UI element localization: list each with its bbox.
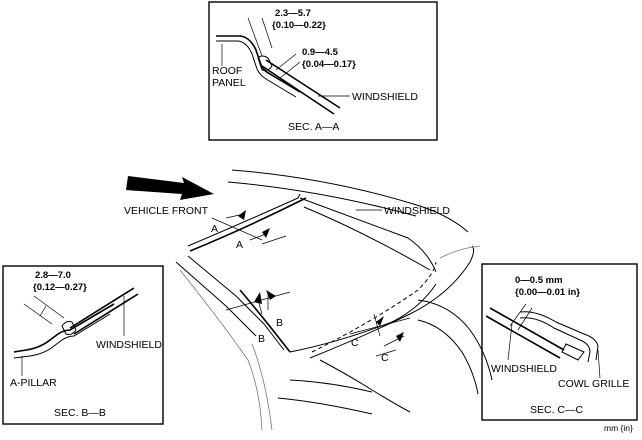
main-windshield-label: WINDSHIELD: [384, 205, 450, 217]
section-aa-title: SEC. A—A: [288, 121, 339, 133]
section-aa-dim-upper-mm: 2.3—5.7: [275, 8, 311, 19]
section-c-letter-right: C: [381, 352, 389, 364]
section-bb-dim-mm: 2.8—7.0: [35, 270, 71, 281]
section-bb-title: SEC. B—B: [54, 407, 106, 419]
section-bb-dim-in: {0.12—0.27}: [33, 282, 87, 293]
vehicle-main-view: VEHICLE FRONT WINDSHIELD: [124, 169, 493, 431]
section-cc-dim-mm: 0—0.5 mm: [515, 275, 563, 286]
section-a-letter-upper: A: [211, 223, 218, 235]
windshield-bottom-edge: [289, 283, 437, 353]
section-c-letter-left: C: [351, 337, 359, 349]
cowl-grille-label: COWL GRILLE: [558, 378, 629, 390]
vehicle-front-arrow-icon: [126, 176, 214, 200]
roof-outline: [231, 169, 469, 233]
section-cc-windshield-label: WINDSHIELD: [491, 363, 557, 375]
units-note: mm {in}: [604, 423, 633, 433]
section-bb-molding: [61, 321, 77, 335]
roof-panel-label-line1: ROOF: [212, 65, 242, 77]
section-aa-molding: [257, 55, 273, 71]
section-cc-detail: 0—0.5 mm {0.00—0.01 in} WINDSHIELD COWL …: [481, 263, 638, 421]
section-b-letter-left: B: [258, 333, 265, 345]
section-bb-frame: [2, 265, 164, 425]
section-aa-dim-lower-mm: 0.9—4.5: [302, 47, 339, 58]
vehicle-front-label: VEHICLE FRONT: [124, 205, 209, 217]
section-b-letter-right: B: [276, 317, 283, 329]
section-cc-glass: [489, 307, 565, 351]
section-bb-windshield-label: WINDSHIELD: [96, 339, 162, 351]
roof-panel-shape: [216, 35, 301, 93]
section-a-marker: A A: [211, 210, 287, 251]
section-cc-frame: [481, 263, 638, 421]
section-aa-frame: [208, 1, 438, 141]
section-aa-dim-lower-in: {0.04—0.17}: [302, 59, 356, 70]
section-aa-windshield-label: WINDSHIELD: [352, 91, 418, 103]
section-c-marker: C C: [349, 313, 411, 364]
section-b-marker: B B: [225, 290, 291, 345]
section-a-letter-lower: A: [236, 239, 243, 251]
section-bb-glass: [69, 287, 135, 329]
section-cc-dim-in: {0.00—0.01 in}: [515, 287, 580, 298]
section-cc-title: SEC. C—C: [530, 404, 584, 416]
roof-panel-label-line2: PANEL: [212, 77, 246, 89]
cowl-dashed-line: [311, 261, 437, 353]
cowl-grille-shape: [519, 311, 599, 361]
section-aa-detail: 2.3—5.7 {0.10—0.22} 0.9—4.5 {0.04—0.17} …: [208, 1, 438, 141]
section-aa-dim-upper-in: {0.10—0.22}: [272, 20, 326, 31]
a-pillar-label: A-PILLAR: [10, 377, 57, 389]
a-pillar-shape: [13, 303, 115, 353]
section-bb-detail: 2.8—7.0 {0.12—0.27} WINDSHIELD A-PILLAR …: [2, 265, 164, 425]
windshield-side-edge: [187, 255, 285, 351]
windshield-top-edge: [187, 193, 301, 247]
